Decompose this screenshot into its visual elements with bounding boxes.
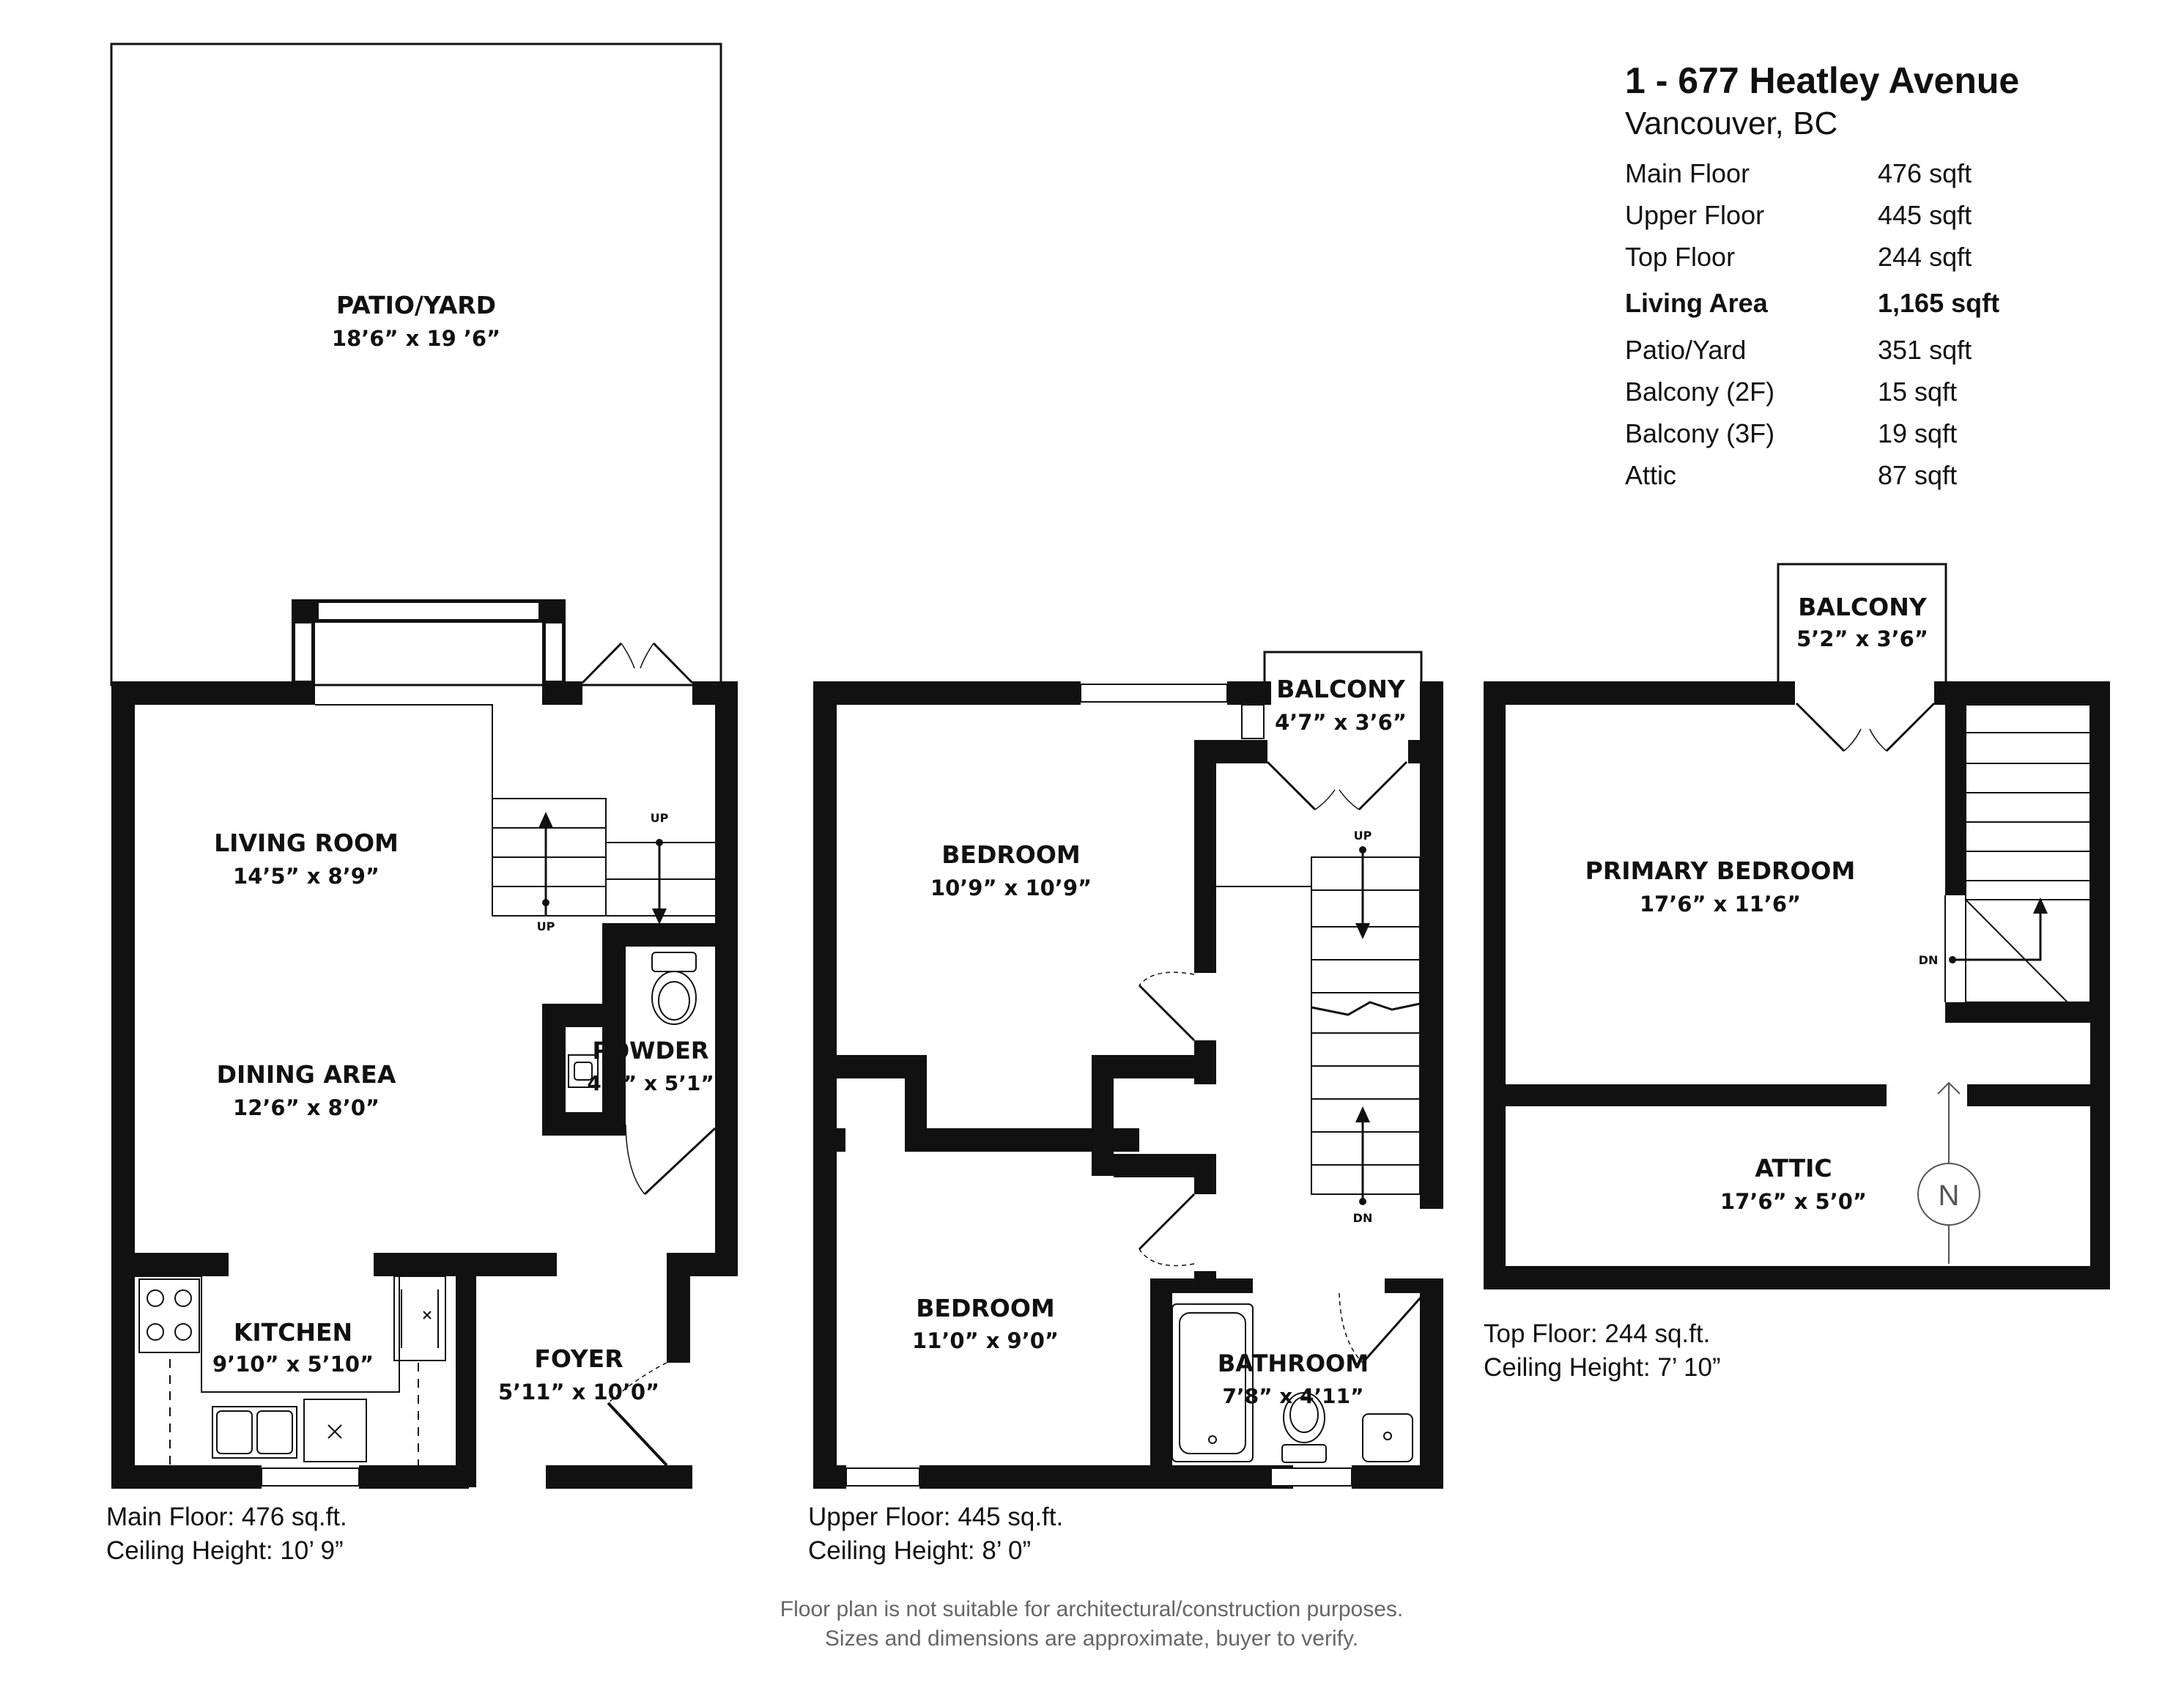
main-stair-up-label-2: UP — [651, 811, 669, 825]
powder-dim: 4’6” x 5’1” — [587, 1071, 714, 1095]
area-row: Main Floor 476 sqft — [1625, 152, 1999, 194]
bathroom-label: BATHROOM — [1218, 1350, 1369, 1377]
attic-dim: 17’6” x 5’0” — [1720, 1189, 1867, 1214]
property-city: Vancouver, BC — [1625, 106, 1838, 141]
patio-label: PATIO/YARD — [336, 291, 496, 319]
dining-area-label: DINING AREA — [217, 1060, 396, 1089]
area-row: Balcony (2F) 15 sqft — [1625, 371, 1999, 412]
property-address: 1 - 677 Heatley Avenue — [1625, 60, 2020, 101]
powder-sink — [568, 1054, 599, 1088]
kitchen-label: KITCHEN — [234, 1318, 352, 1347]
kitchen-dim: 9’10” x 5’10” — [212, 1352, 374, 1377]
area-label: Top Floor — [1625, 241, 1736, 272]
main-stair-up-label-1: UP — [537, 919, 555, 933]
foyer-dim: 5’11” x 10’0” — [498, 1380, 659, 1404]
area-value: 476 sqft — [1878, 158, 1972, 188]
main-floor-plan: UP UP — [106, 42, 738, 1565]
main-floor-height-caption: Ceiling Height: 10’ 9” — [106, 1536, 344, 1565]
bedroom2-label: BEDROOM — [916, 1294, 1054, 1322]
primary-bedroom-dim: 17’6” x 11’6” — [1640, 892, 1801, 917]
bathroom-dim: 7’8” x 4’11” — [1222, 1384, 1363, 1408]
disclaimer-line-2: Sizes and dimensions are approximate, bu… — [825, 1626, 1358, 1651]
kitchen-fridge — [401, 1289, 439, 1348]
living-room-label: LIVING ROOM — [214, 829, 399, 857]
kitchen-sink — [212, 1399, 367, 1462]
upper-floor-area-caption: Upper Floor: 445 sq.ft. — [808, 1503, 1063, 1531]
compass-north-label: N — [1939, 1180, 1960, 1212]
patio-outline — [110, 42, 722, 686]
top-floor-height-caption: Ceiling Height: 7’ 10” — [1484, 1353, 1721, 1382]
main-stairs — [492, 798, 715, 919]
area-row: Top Floor 244 sqft — [1625, 236, 1999, 278]
upper-floor-plan: UP DN BALCONY 4’7” x 3’6” BEDROOM 10’9” … — [808, 651, 1443, 1565]
bathroom-sink — [1362, 1413, 1413, 1462]
upper-stair-dn-label: DN — [1353, 1211, 1373, 1225]
top-balcony-label: BALCONY — [1798, 593, 1928, 621]
area-value: 1,165 sqft — [1878, 288, 2000, 318]
area-label: Living Area — [1625, 288, 1768, 318]
top-floor-plan: DN N BALCONY 5’2” x 3’6” PRIMARY BEDROOM… — [1484, 563, 2110, 1382]
upper-balcony-outline — [1263, 651, 1423, 681]
foyer-label: FOYER — [534, 1344, 623, 1373]
area-label: Balcony (3F) — [1625, 418, 1775, 448]
powder-label: POWDER — [592, 1037, 708, 1065]
area-label: Attic — [1625, 459, 1677, 490]
area-label: Patio/Yard — [1625, 334, 1747, 365]
area-label: Upper Floor — [1625, 199, 1765, 230]
disclaimer-line-1: Floor plan is not suitable for architect… — [780, 1597, 1403, 1621]
primary-bedroom-label: PRIMARY BEDROOM — [1585, 856, 1856, 885]
bedroom1-dim: 10’9” x 10’9” — [930, 876, 1092, 900]
property-info-panel: 1 - 677 Heatley Avenue Vancouver, BC Mai… — [1625, 59, 2019, 496]
area-label: Main Floor — [1625, 158, 1750, 188]
kitchen-stove — [138, 1278, 200, 1353]
upper-stairs — [1311, 850, 1421, 1202]
area-value: 87 sqft — [1878, 459, 1958, 490]
area-value: 244 sqft — [1878, 241, 1972, 272]
bathtub — [1171, 1303, 1254, 1462]
area-row: Balcony (3F) 19 sqft — [1625, 412, 1999, 454]
area-row: Upper Floor 445 sqft — [1625, 194, 1999, 236]
upper-balcony-label: BALCONY — [1276, 675, 1406, 703]
area-label: Balcony (2F) — [1625, 376, 1775, 407]
area-value: 351 sqft — [1878, 334, 1972, 365]
bedroom2-dim: 11’0” x 9’0” — [912, 1328, 1059, 1353]
area-value: 19 sqft — [1878, 418, 1958, 448]
top-stair-dn-label: DN — [1919, 953, 1939, 967]
top-balcony-outline — [1777, 563, 1947, 681]
area-value: 445 sqft — [1878, 199, 1972, 230]
upper-balcony-dim: 4’7” x 3’6” — [1275, 710, 1407, 735]
area-row: Attic 87 sqft — [1625, 454, 1999, 496]
top-balcony-dim: 5’2” x 3’6” — [1796, 626, 1928, 651]
powder-toilet — [651, 952, 697, 1025]
patio-dim: 18’6” x 19 ’6” — [332, 326, 500, 351]
dining-area-dim: 12’6” x 8’0” — [233, 1095, 380, 1120]
area-value: 15 sqft — [1878, 376, 1958, 407]
area-row: Patio/Yard 351 sqft — [1625, 329, 1999, 371]
attic-label: ATTIC — [1755, 1154, 1832, 1182]
bedroom1-label: BEDROOM — [941, 840, 1080, 869]
top-floor-area-caption: Top Floor: 244 sq.ft. — [1484, 1319, 1710, 1348]
top-stairs — [1944, 704, 2091, 1003]
main-floor-area-caption: Main Floor: 476 sq.ft. — [106, 1503, 347, 1531]
living-room-dim: 14’5” x 8’9” — [233, 864, 380, 889]
bathroom-toilet — [1281, 1392, 1327, 1463]
area-row-total: Living Area 1,165 sqft — [1625, 278, 1999, 329]
north-compass — [1917, 1081, 1980, 1264]
upper-stair-up-label: UP — [1354, 829, 1372, 843]
area-table: Main Floor 476 sqft Upper Floor 445 sqft T… — [1625, 152, 1999, 496]
upper-floor-height-caption: Ceiling Height: 8’ 0” — [808, 1536, 1031, 1565]
